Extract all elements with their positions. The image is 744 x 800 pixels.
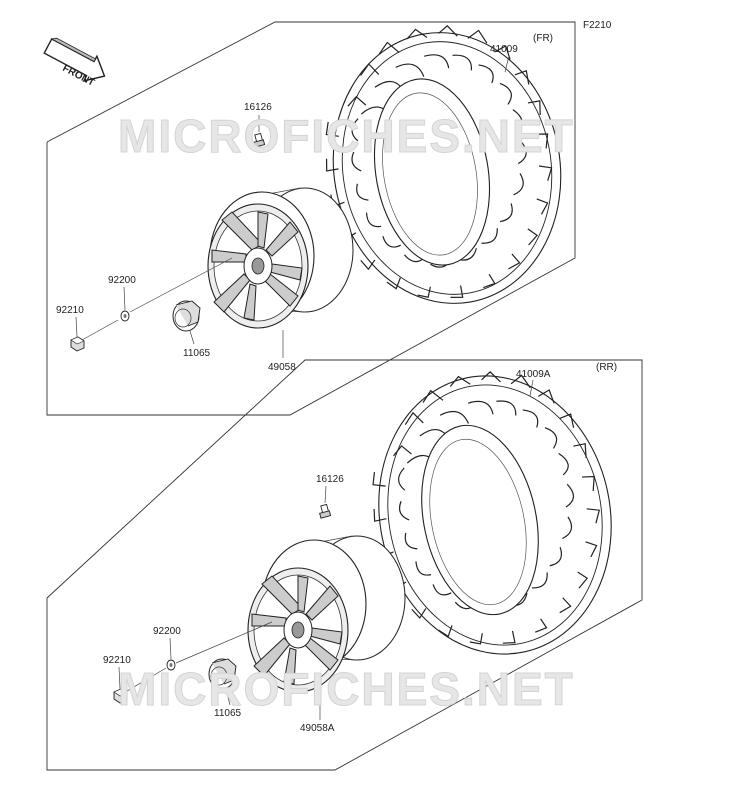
rear-label-tire: 41009A xyxy=(516,369,551,380)
valve-icon xyxy=(253,132,266,148)
figure-code: F2210 xyxy=(583,20,612,31)
valve-icon xyxy=(319,503,332,519)
wheel-rim-icon xyxy=(207,187,354,329)
rear-position-label: (RR) xyxy=(596,362,617,373)
front-label-tire: 41009 xyxy=(490,44,518,55)
front-label-valve: 16126 xyxy=(244,102,272,113)
watermark-bottom: MICROFICHES.NET xyxy=(118,663,575,715)
nut-icon xyxy=(113,688,128,704)
hub-cap-icon xyxy=(208,658,237,690)
rear-label-cap: 11065 xyxy=(214,708,242,719)
washer-icon xyxy=(166,659,176,671)
front-panel: (FR) xyxy=(46,21,576,416)
front-label-nut: 92210 xyxy=(56,305,84,316)
rear-panel-frame xyxy=(46,359,643,771)
washer-icon xyxy=(120,310,130,322)
hub-cap-icon xyxy=(172,300,201,332)
rear-label-valve: 16126 xyxy=(316,474,344,485)
front-label-washer: 92200 xyxy=(108,275,136,286)
front-label-cap: 11065 xyxy=(183,348,211,359)
watermark-top: MICROFICHES.NET xyxy=(118,110,575,162)
wheel-rim-icon xyxy=(247,535,406,693)
front-label-wheel: 49058 xyxy=(268,362,296,373)
nut-icon xyxy=(70,336,85,352)
front-arrow-icon xyxy=(43,37,106,82)
rear-label-nut: 92210 xyxy=(103,655,131,666)
front-position-label: (FR) xyxy=(533,33,553,44)
front-panel-frame xyxy=(46,21,576,416)
tire-icon xyxy=(325,24,562,304)
rear-label-washer: 92200 xyxy=(153,626,181,637)
rear-label-wheel: 49058A xyxy=(300,723,335,734)
rear-panel: (RR) xyxy=(46,359,643,771)
tire-icon xyxy=(372,371,612,655)
